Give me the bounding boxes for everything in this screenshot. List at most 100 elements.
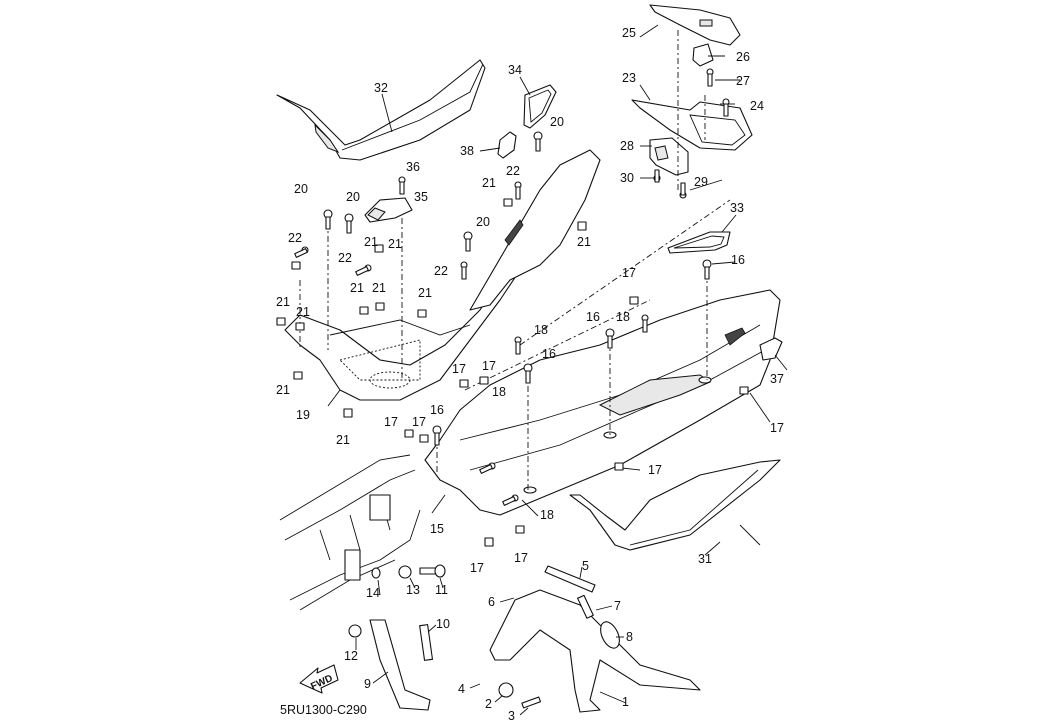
callout-22: 22 bbox=[338, 251, 352, 265]
callout-21: 21 bbox=[276, 295, 290, 309]
callout-11: 11 bbox=[435, 583, 448, 597]
callout-16: 16 bbox=[586, 310, 600, 324]
callout-20: 20 bbox=[550, 115, 564, 129]
nut-icon bbox=[739, 386, 749, 395]
callout-21: 21 bbox=[388, 237, 402, 251]
part-5-shaft bbox=[544, 565, 596, 593]
part-25-lid bbox=[649, 4, 741, 46]
callout-17: 17 bbox=[412, 415, 426, 429]
part-23-cover bbox=[631, 99, 753, 151]
callout-10: 10 bbox=[436, 617, 450, 631]
part-33-panel bbox=[667, 231, 731, 254]
callout-25: 25 bbox=[622, 26, 636, 40]
callout-28: 28 bbox=[620, 139, 634, 153]
callout-21: 21 bbox=[296, 305, 310, 319]
callout-32: 32 bbox=[374, 81, 388, 95]
nut-icon bbox=[295, 322, 305, 331]
screw-icon bbox=[460, 261, 468, 280]
screw-icon bbox=[706, 68, 714, 87]
screw-icon bbox=[653, 169, 661, 183]
part-35-bracket-plate bbox=[364, 197, 413, 223]
callout-18: 18 bbox=[534, 323, 548, 337]
callout-35: 35 bbox=[414, 190, 428, 204]
callout-20: 20 bbox=[346, 190, 360, 204]
nut-icon bbox=[419, 434, 429, 443]
bolt-icon bbox=[463, 231, 473, 252]
part-12-damper bbox=[348, 624, 362, 638]
screw-icon bbox=[502, 494, 519, 506]
diagram-code: 5RU1300-C290 bbox=[280, 703, 367, 717]
part-1-main-stand bbox=[489, 589, 701, 713]
bolt-icon bbox=[344, 213, 354, 234]
nut-icon bbox=[503, 198, 513, 207]
part-38-bracket bbox=[497, 131, 517, 159]
part-14-washer bbox=[371, 567, 381, 579]
callout-12: 12 bbox=[344, 649, 358, 663]
callout-20: 20 bbox=[294, 182, 308, 196]
nut-icon bbox=[375, 302, 385, 311]
nut-icon bbox=[404, 429, 414, 438]
nut-icon bbox=[479, 376, 489, 385]
callout-13: 13 bbox=[406, 583, 420, 597]
bolt-icon bbox=[605, 328, 615, 349]
part-15-footrest-board bbox=[424, 289, 781, 516]
callout-17: 17 bbox=[514, 551, 528, 565]
callout-17: 17 bbox=[482, 359, 496, 373]
callout-29: 29 bbox=[694, 175, 708, 189]
fwd-direction-arrow: FWD bbox=[299, 664, 339, 694]
callout-21: 21 bbox=[350, 281, 364, 295]
part-13-collar bbox=[398, 565, 412, 579]
nut-icon bbox=[614, 462, 624, 471]
callout-20: 20 bbox=[476, 215, 490, 229]
callout-5: 5 bbox=[582, 559, 589, 573]
nut-icon bbox=[577, 221, 587, 231]
callout-9: 9 bbox=[364, 677, 371, 691]
screw-icon bbox=[722, 98, 730, 117]
part-9-sidestand bbox=[369, 619, 431, 711]
callout-19: 19 bbox=[296, 408, 310, 422]
callout-18: 18 bbox=[540, 508, 554, 522]
callout-3: 3 bbox=[508, 709, 515, 723]
callout-17: 17 bbox=[622, 266, 636, 280]
part-10-spring bbox=[419, 624, 434, 661]
callout-22: 22 bbox=[288, 231, 302, 245]
part-37-cap bbox=[759, 337, 783, 361]
bolt-icon bbox=[432, 425, 442, 446]
callout-14: 14 bbox=[366, 586, 380, 600]
callout-17: 17 bbox=[648, 463, 662, 477]
nut-icon bbox=[276, 317, 286, 326]
nut-icon bbox=[459, 379, 469, 388]
callout-30: 30 bbox=[620, 171, 634, 185]
callout-21: 21 bbox=[276, 383, 290, 397]
callout-26: 26 bbox=[736, 50, 750, 64]
callout-21: 21 bbox=[418, 286, 432, 300]
callout-1: 1 bbox=[622, 695, 629, 709]
callout-21: 21 bbox=[482, 176, 496, 190]
callout-37: 37 bbox=[770, 372, 784, 386]
screw-icon bbox=[479, 462, 496, 474]
nut-icon bbox=[291, 261, 301, 270]
part-3-bolt bbox=[521, 696, 542, 709]
screw-icon bbox=[514, 181, 522, 200]
callout-7: 7 bbox=[614, 599, 621, 613]
leader-lines bbox=[299, 24, 788, 716]
screw-icon bbox=[679, 182, 687, 199]
callout-16: 16 bbox=[542, 347, 556, 361]
nut-icon bbox=[293, 371, 303, 380]
screw-icon bbox=[294, 246, 309, 258]
callout-labels: 32 34 20 38 36 35 20 20 21 22 21 22 20 2… bbox=[276, 26, 784, 723]
part-34-cover-panel bbox=[523, 84, 557, 129]
nut-icon bbox=[629, 296, 639, 305]
part-7-spring bbox=[577, 594, 594, 619]
part-26-lock bbox=[692, 43, 714, 67]
callout-24: 24 bbox=[750, 99, 764, 113]
part-center-tunnel bbox=[469, 149, 601, 311]
callout-21: 21 bbox=[577, 235, 591, 249]
bolt-icon bbox=[523, 363, 533, 384]
part-frame bbox=[279, 454, 421, 611]
bolt-icon bbox=[533, 131, 543, 152]
callout-33: 33 bbox=[730, 201, 744, 215]
callout-23: 23 bbox=[622, 71, 636, 85]
callout-27: 27 bbox=[736, 74, 750, 88]
part-11-bolt bbox=[419, 564, 446, 578]
